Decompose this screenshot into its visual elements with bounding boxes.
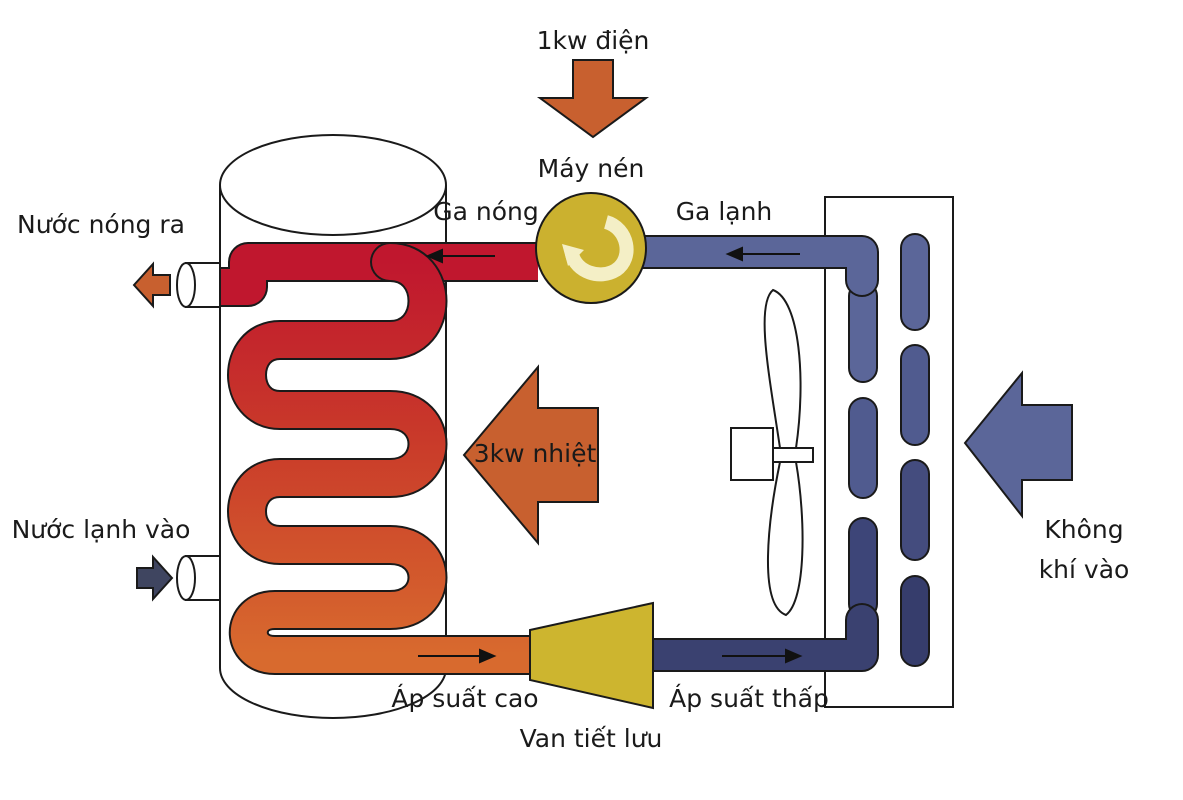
cold-water-connector — [176, 555, 221, 601]
heat-output-label: 3kw nhiệt — [474, 439, 597, 468]
expansion-valve — [529, 601, 654, 710]
hot-gas-label: Ga nóng — [433, 197, 539, 226]
fan — [730, 288, 814, 617]
heat-output-arrow-icon — [462, 364, 599, 546]
air-in-label-line2: khí vào — [1039, 555, 1130, 584]
power-input-label: 1kw điện — [537, 26, 650, 55]
cold-gas-pipe — [623, 235, 879, 297]
hot-water-connector — [176, 262, 221, 308]
expansion-valve-label: Van tiết lưu — [520, 724, 663, 753]
cold-gas-label: Ga lạnh — [676, 197, 773, 226]
compressor — [535, 192, 647, 304]
air-in-label-line1: Không — [1044, 515, 1123, 544]
air-in-arrow-icon — [963, 370, 1073, 519]
low-pressure-pipe — [633, 603, 879, 672]
low-pressure-label: Áp suất thấp — [669, 684, 829, 713]
power-input-arrow-icon — [536, 59, 650, 139]
condenser-coil — [210, 242, 560, 675]
hot-water-out-arrow-icon — [132, 261, 171, 309]
cold-water-in-arrow-icon — [136, 554, 174, 602]
hot-water-out-label: Nước nóng ra — [17, 210, 185, 239]
compressor-label: Máy nén — [538, 154, 645, 183]
water-tank — [219, 134, 447, 719]
evaporator-unit — [824, 196, 954, 708]
cold-water-in-label: Nước lạnh vào — [12, 515, 191, 544]
evaporator-fins — [848, 233, 930, 667]
high-pressure-label: Áp suất cao — [391, 684, 538, 713]
flow-arrows — [418, 246, 803, 664]
